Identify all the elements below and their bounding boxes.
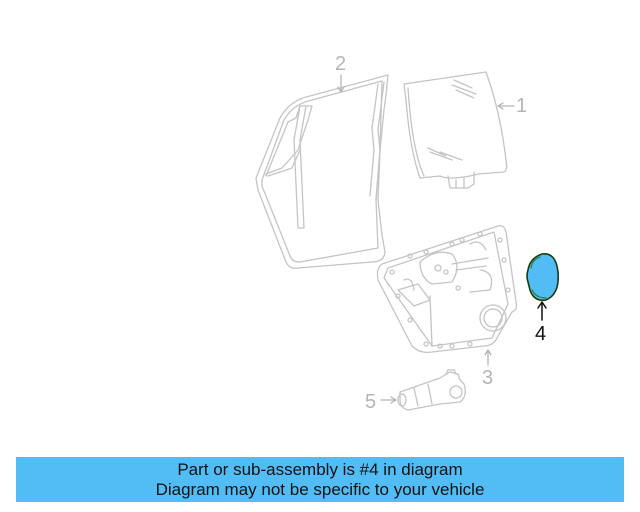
window-frame-part-2[interactable] [255,74,389,270]
info-banner: Part or sub-assembly is #4 in diagram Di… [16,457,624,502]
callout-1: 1 [516,95,528,117]
callout-3: 3 [482,367,494,389]
parts-diagram: 2 1 4 3 5 [255,53,560,413]
callout-4: 4 [535,323,547,345]
door-glass-part-1[interactable] [403,71,508,189]
access-cover-part-4[interactable] [526,253,560,302]
window-motor-part-5[interactable] [397,369,466,411]
callout-2: 2 [335,53,347,75]
banner-part-line: Part or sub-assembly is #4 in diagram [177,459,463,479]
banner-disclaimer-line: Diagram may not be specific to your vehi… [155,479,485,499]
regulator-panel-part-3[interactable] [376,224,518,354]
callout-5: 5 [365,391,377,413]
